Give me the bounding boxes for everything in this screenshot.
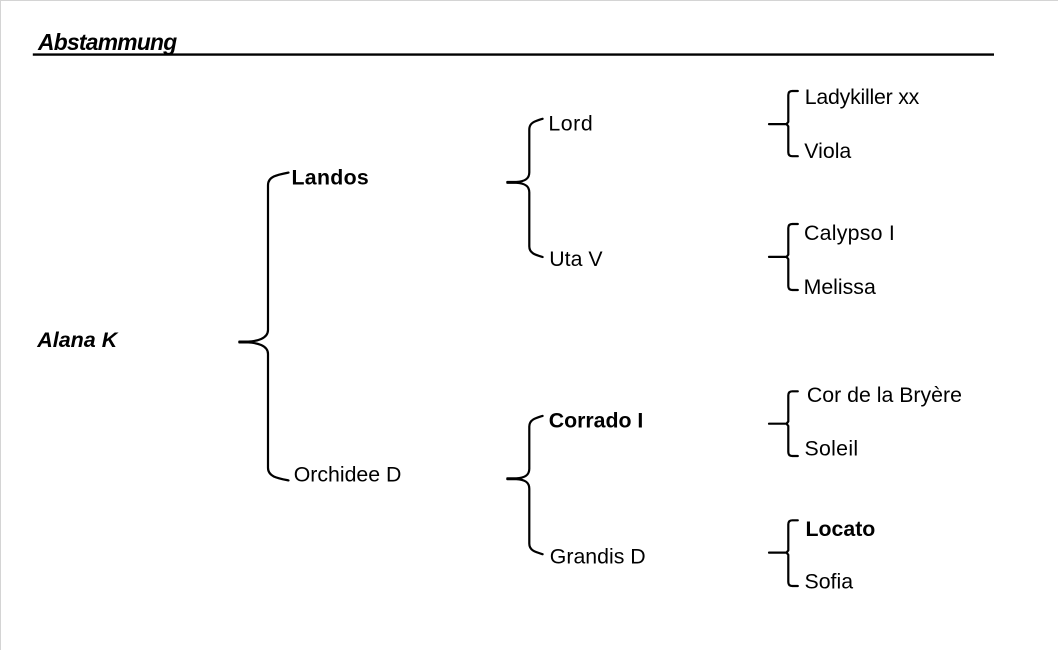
svg-text:Soleil: Soleil: [805, 436, 859, 460]
svg-text:Uta V: Uta V: [549, 247, 603, 271]
svg-text:Cor de la Bryère: Cor de la Bryère: [807, 383, 962, 407]
svg-text:Viola: Viola: [804, 139, 851, 163]
svg-text:Grandis D: Grandis D: [550, 544, 646, 568]
svg-text:Locato: Locato: [806, 517, 876, 541]
svg-text:Calypso I: Calypso I: [804, 221, 895, 245]
svg-text:Sofia: Sofia: [805, 569, 854, 593]
svg-text:Landos: Landos: [292, 166, 370, 190]
svg-text:Melissa: Melissa: [804, 275, 876, 299]
svg-text:Abstammung: Abstammung: [37, 29, 177, 55]
svg-text:Lord: Lord: [548, 112, 593, 136]
svg-text:Ladykiller xx: Ladykiller xx: [805, 85, 920, 109]
svg-text:Corrado I: Corrado I: [549, 409, 644, 433]
svg-text:Orchidee D: Orchidee D: [294, 463, 402, 487]
svg-text:Alana K: Alana K: [36, 328, 119, 352]
